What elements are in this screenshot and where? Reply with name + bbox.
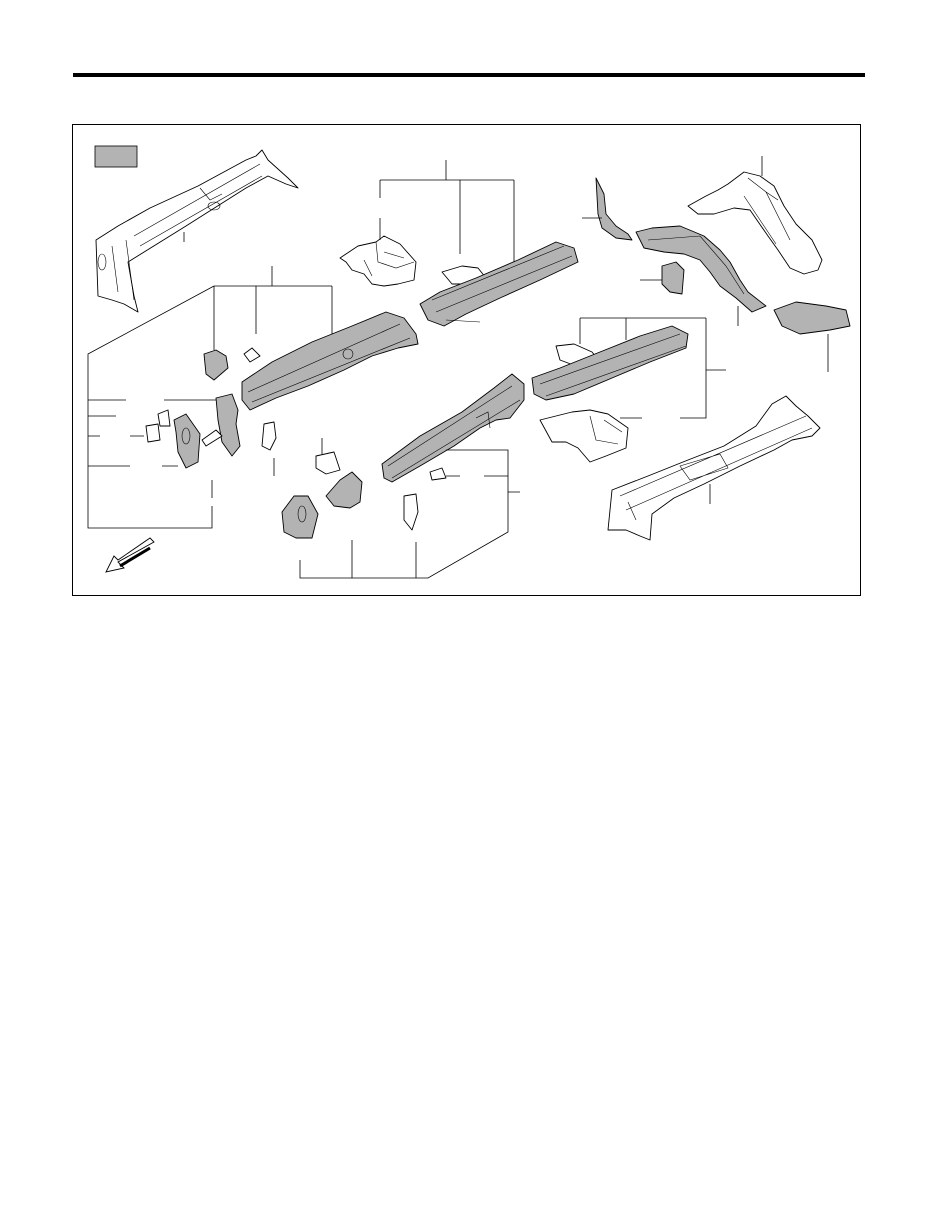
front-floor-parts-group [339, 160, 579, 327]
front-direction-arrow-icon [105, 537, 155, 573]
rear-frame-group [582, 156, 851, 372]
legend-swatch [94, 145, 138, 168]
rear-floor-parts-group [531, 317, 726, 463]
front-side-frame-right-group [87, 266, 419, 529]
rear-side-frame [607, 395, 821, 541]
header-rule [73, 73, 865, 77]
front-side-frame-left [95, 149, 299, 313]
diagram-frame [72, 124, 861, 596]
small-brackets-cluster [88, 393, 277, 498]
center-frame-group [281, 373, 525, 579]
